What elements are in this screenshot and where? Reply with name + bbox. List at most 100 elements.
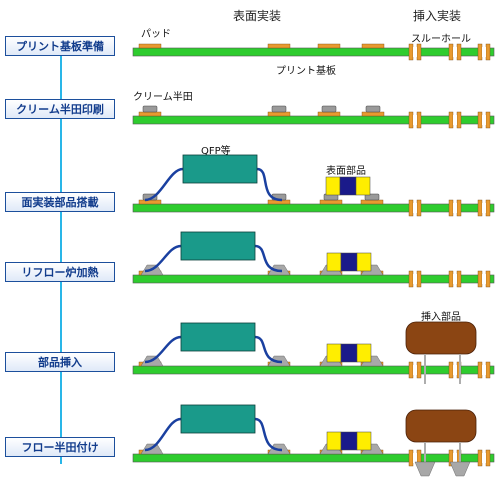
through-hole-plating bbox=[448, 361, 454, 379]
through-hole-plating bbox=[477, 449, 483, 467]
through-hole bbox=[453, 453, 457, 463]
through-hole bbox=[482, 115, 486, 125]
through-hole bbox=[413, 47, 417, 57]
through-hole bbox=[413, 274, 417, 284]
pad bbox=[267, 43, 291, 49]
step-flow-soldering: フロー半田付け bbox=[5, 437, 115, 457]
chip-body bbox=[340, 252, 358, 272]
through-hole bbox=[482, 47, 486, 57]
through-hole-plating bbox=[485, 449, 491, 467]
process-timeline-line bbox=[60, 44, 62, 464]
pcb-board bbox=[132, 274, 495, 284]
chip-terminal bbox=[355, 176, 371, 196]
through-hole-plating bbox=[448, 199, 454, 217]
qfp-lead bbox=[144, 335, 182, 364]
through-hole-plating bbox=[408, 270, 414, 288]
pcb-board bbox=[132, 47, 495, 57]
qfp-lead bbox=[144, 167, 184, 202]
solder-paste bbox=[271, 105, 287, 113]
pad bbox=[138, 43, 162, 49]
label-through-hole: スルーホール bbox=[411, 34, 471, 45]
pad bbox=[138, 199, 162, 205]
flow-solder-fillet bbox=[449, 461, 471, 477]
pcb-board bbox=[132, 365, 495, 375]
qfp-package bbox=[180, 404, 256, 434]
through-hole-plating bbox=[416, 111, 422, 129]
chip-terminal bbox=[326, 431, 342, 451]
chip-terminal bbox=[326, 343, 342, 363]
qfp-lead bbox=[144, 417, 182, 452]
pad bbox=[361, 43, 385, 49]
through-hole-plating bbox=[456, 199, 462, 217]
flow-solder-fillet bbox=[414, 461, 436, 477]
through-hole-plating bbox=[477, 111, 483, 129]
through-hole-plating bbox=[408, 449, 414, 467]
through-hole-plating bbox=[448, 270, 454, 288]
chip-terminal bbox=[325, 176, 341, 196]
step-smd-mounting: 面実装部品搭載 bbox=[5, 192, 115, 212]
solder-paste bbox=[365, 105, 381, 113]
through-hole-plating bbox=[448, 111, 454, 129]
through-hole-plating bbox=[416, 361, 422, 379]
through-hole-plating bbox=[408, 199, 414, 217]
solder-paste bbox=[321, 105, 337, 113]
pcb-board bbox=[132, 453, 495, 463]
through-hole-plating bbox=[477, 43, 483, 61]
through-hole-plating bbox=[485, 270, 491, 288]
qfp-package bbox=[180, 322, 256, 352]
label-qfp: QFP等 bbox=[201, 146, 231, 157]
through-hole bbox=[453, 203, 457, 213]
through-hole-plating bbox=[456, 43, 462, 61]
through-hole-plating bbox=[485, 199, 491, 217]
chip-terminal bbox=[356, 343, 372, 363]
board-stage-2 bbox=[132, 105, 495, 129]
through-hole-plating bbox=[485, 361, 491, 379]
through-hole bbox=[413, 453, 417, 463]
pad bbox=[317, 43, 341, 49]
insert-part-body bbox=[405, 409, 477, 443]
board-stage-6 bbox=[132, 404, 495, 477]
through-hole-plating bbox=[477, 199, 483, 217]
through-hole-plating bbox=[485, 111, 491, 129]
header-insertion-mount: 挿入実装 bbox=[413, 9, 462, 23]
through-hole-plating bbox=[416, 43, 422, 61]
label-cream-solder: クリーム半田 bbox=[133, 92, 193, 103]
solder-paste bbox=[364, 193, 380, 201]
pad bbox=[138, 111, 162, 117]
qfp-package bbox=[182, 154, 258, 184]
step-part-insertion: 部品挿入 bbox=[5, 352, 115, 372]
label-pcb: プリント基板 bbox=[276, 66, 336, 77]
through-hole bbox=[453, 47, 457, 57]
through-hole bbox=[413, 203, 417, 213]
through-hole-plating bbox=[416, 270, 422, 288]
insert-part-body bbox=[405, 321, 477, 355]
through-hole-plating bbox=[477, 361, 483, 379]
qfp-lead bbox=[256, 167, 283, 202]
chip-body bbox=[340, 431, 358, 451]
through-hole-plating bbox=[408, 111, 414, 129]
label-pad: パッド bbox=[141, 29, 171, 40]
board-stage-5 bbox=[132, 321, 495, 384]
board-stage-1 bbox=[132, 43, 495, 61]
through-hole-plating bbox=[416, 199, 422, 217]
chip-body bbox=[339, 176, 357, 196]
pad bbox=[319, 199, 343, 205]
label-surface-part: 表面部品 bbox=[326, 166, 366, 177]
board-stage-4 bbox=[132, 231, 495, 288]
through-hole bbox=[453, 365, 457, 375]
pcb-board bbox=[132, 115, 495, 125]
pad bbox=[317, 111, 341, 117]
step-reflow-heating: リフロー炉加熱 bbox=[5, 262, 115, 282]
through-hole bbox=[482, 274, 486, 284]
through-hole bbox=[482, 203, 486, 213]
chip-terminal bbox=[326, 252, 342, 272]
qfp-lead bbox=[144, 244, 182, 273]
pad bbox=[361, 111, 385, 117]
through-hole bbox=[453, 115, 457, 125]
through-hole bbox=[482, 453, 486, 463]
chip-terminal bbox=[356, 431, 372, 451]
qfp-lead bbox=[254, 244, 283, 273]
through-hole-plating bbox=[477, 270, 483, 288]
qfp-package bbox=[180, 231, 256, 261]
